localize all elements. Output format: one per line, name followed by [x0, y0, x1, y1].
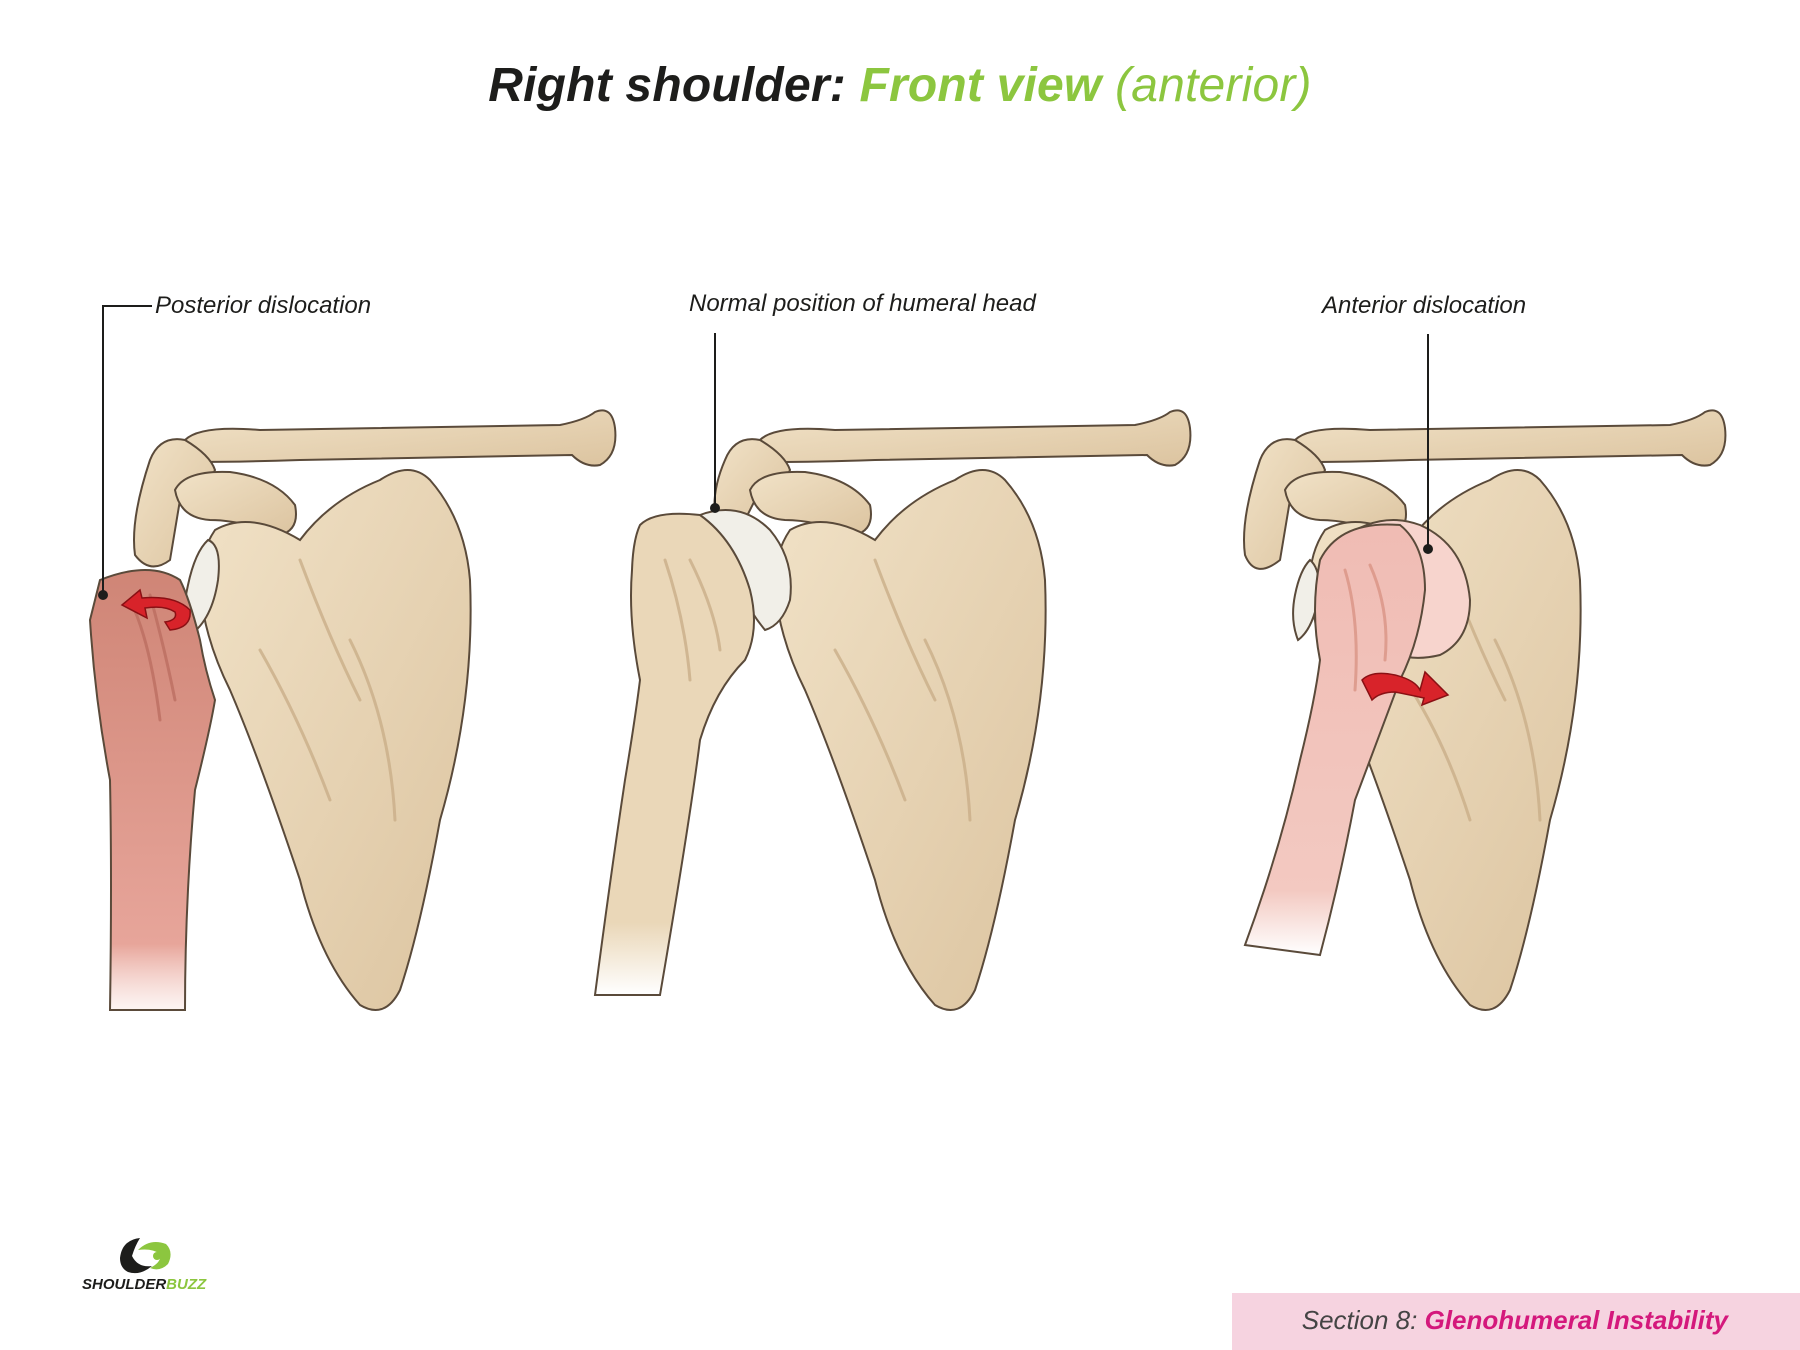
coracoid-process [748, 470, 872, 537]
normal-position-figure [593, 333, 1192, 1011]
posterior-callout-dot [98, 590, 108, 600]
posterior-callout-line [102, 305, 152, 595]
label-normal-position: Normal position of humeral head [689, 290, 1036, 317]
footer-band [1232, 1293, 1800, 1350]
logo-wordmark: SHOULDERBUZZ [82, 1276, 206, 1293]
scapula-body [773, 469, 1047, 1011]
posterior-dislocation-figure [88, 305, 617, 1011]
humerus-shading [663, 558, 722, 682]
coracoid-process [173, 470, 297, 537]
title-separator: : [829, 59, 846, 112]
anterior-dislocation-figure [1243, 334, 1727, 1011]
title-part-1: Right shoulder [488, 59, 830, 112]
scapula-shading [258, 558, 397, 822]
logo-dot [153, 1252, 161, 1260]
title-part-3: (anterior) [1101, 59, 1312, 112]
humerus-dislocated-anterior [1243, 523, 1427, 957]
footer-section-title: Section 8: Glenohumeral Instability [1302, 1305, 1728, 1336]
clavicle-bone [183, 409, 617, 467]
normal-callout-dot [710, 503, 720, 513]
anterior-callout-dot [1423, 544, 1433, 554]
footer-topic: Glenohumeral Instability [1424, 1305, 1728, 1335]
clavicle-bone [758, 409, 1192, 467]
humerus-shading [1343, 563, 1388, 692]
clavicle-bone [1293, 409, 1727, 467]
humerus-normal [593, 512, 755, 996]
label-anterior-dislocation: Anterior dislocation [1322, 292, 1527, 319]
logo-word-1: SHOULDER [82, 1276, 167, 1293]
page-title: Right shoulder: Front view (anterior) [0, 58, 1800, 113]
scapula-body [198, 469, 472, 1011]
footer-section-label: Section 8: [1301, 1305, 1425, 1335]
logo-word-2: BUZZ [166, 1276, 207, 1293]
logo-swirl-dark [120, 1238, 152, 1274]
rotation-arrow [120, 588, 191, 631]
rotation-arrow [1361, 670, 1450, 707]
shoulderbuzz-logo [120, 1238, 171, 1274]
scapula-shading [833, 558, 972, 822]
logo-swirl-green [138, 1242, 171, 1270]
label-posterior-dislocation: Posterior dislocation [155, 292, 372, 319]
title-part-2: Front view [845, 59, 1102, 112]
humerus-dislocated-posterior [88, 569, 217, 1011]
